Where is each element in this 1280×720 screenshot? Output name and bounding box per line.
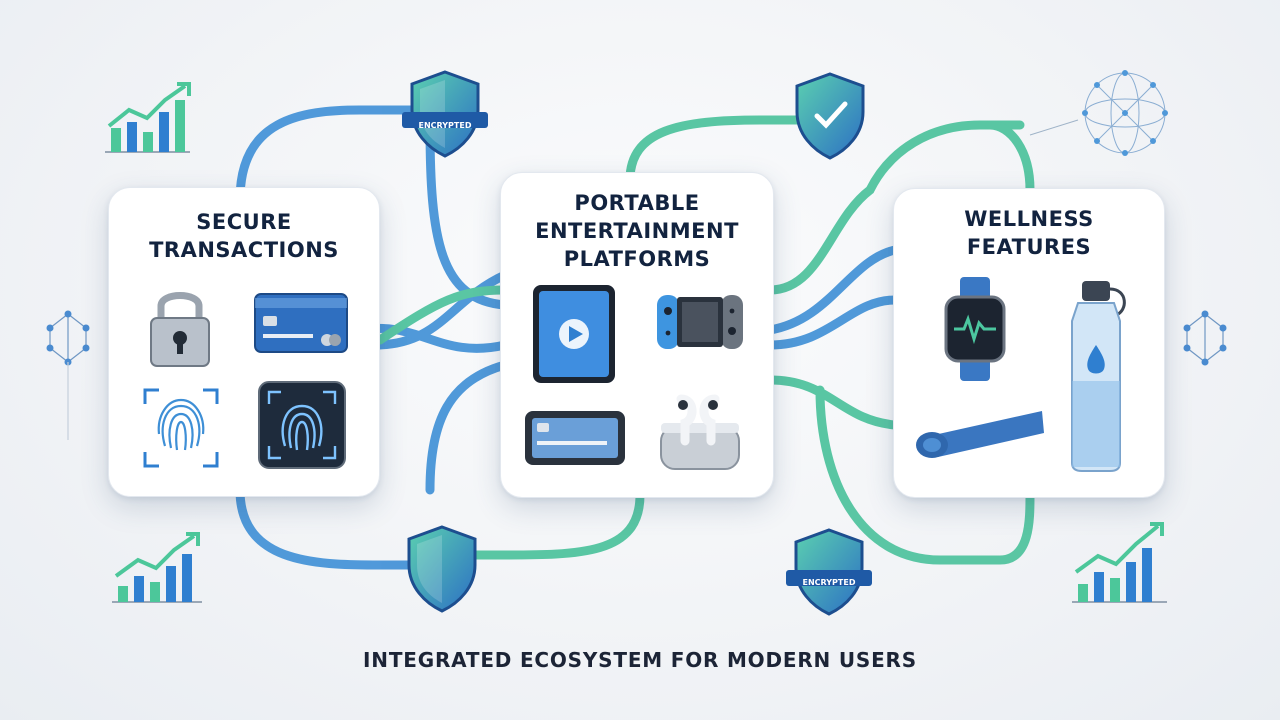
shield-top-right xyxy=(795,72,865,160)
shield-bottom-left xyxy=(407,525,477,613)
footer-title: INTEGRATED ECOSYSTEM FOR MODERN USERS xyxy=(363,648,917,672)
green-path xyxy=(765,375,900,430)
green-path xyxy=(765,295,900,350)
shield-label-bottom-right: ENCRYPTED xyxy=(803,578,856,587)
green-path xyxy=(625,115,845,185)
title-line: ENTERTAINMENT xyxy=(535,219,739,243)
water-bottle-icon xyxy=(1071,281,1126,472)
card-wellness-features: WELLNESS FEATURES xyxy=(893,188,1165,498)
network-node-icon xyxy=(1183,310,1227,366)
green-path xyxy=(985,120,1035,195)
growth-chart-icon xyxy=(105,82,191,153)
title-line: WELLNESS xyxy=(964,207,1094,231)
growth-chart-icon xyxy=(112,532,202,603)
green-path xyxy=(425,490,645,560)
smartwatch-icon xyxy=(944,277,1006,381)
fingerprint-scan-icon xyxy=(143,388,219,468)
padlock-icon xyxy=(150,292,210,367)
blue-path xyxy=(235,105,445,205)
title-line: PLATFORMS xyxy=(563,247,711,271)
shield-label-top-left: ENCRYPTED xyxy=(419,121,472,130)
growth-chart-icon xyxy=(1072,522,1167,603)
card-title-wellness: WELLNESS FEATURES xyxy=(894,205,1164,261)
shield-bottom-right xyxy=(786,528,872,616)
credit-card-icon xyxy=(254,293,348,353)
card-portable-entertainment: PORTABLE ENTERTAINMENT PLATFORMS xyxy=(500,172,774,498)
fingerprint-sensor-icon xyxy=(258,381,346,469)
tablet-icon xyxy=(533,285,615,383)
earbuds-case-icon xyxy=(660,394,740,470)
blue-path xyxy=(765,245,900,335)
game-console-icon xyxy=(657,295,743,349)
green-path xyxy=(375,285,510,345)
blue-path xyxy=(235,485,475,570)
blue-path xyxy=(425,360,510,495)
network-sphere-icon xyxy=(1082,70,1168,156)
card-reader-icon xyxy=(525,411,625,465)
title-line: PORTABLE xyxy=(574,191,700,215)
blue-path xyxy=(370,270,510,350)
card-title-secure: SECURE TRANSACTIONS xyxy=(109,208,379,264)
yoga-mat-icon xyxy=(916,411,1044,458)
title-line: TRANSACTIONS xyxy=(149,238,339,262)
card-title-portable: PORTABLE ENTERTAINMENT PLATFORMS xyxy=(501,189,773,273)
title-line: FEATURES xyxy=(966,235,1092,259)
card-secure-transactions: SECURE TRANSACTIONS xyxy=(108,187,380,497)
title-line: SECURE xyxy=(196,210,292,234)
blue-path xyxy=(425,120,510,310)
green-path xyxy=(765,120,1025,295)
shield-top-left xyxy=(402,70,488,158)
green-path xyxy=(815,385,1035,565)
network-node-icon xyxy=(46,310,90,440)
